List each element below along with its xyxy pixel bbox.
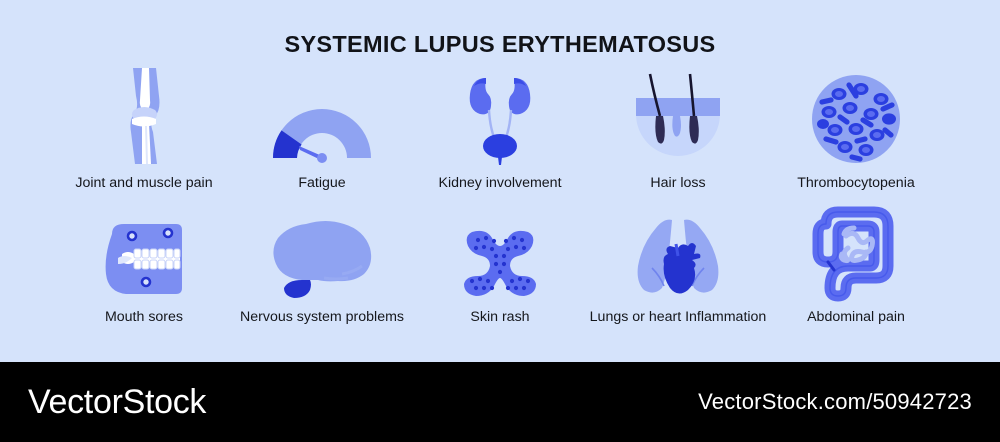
symptom-item-hair-loss[interactable]: Hair loss xyxy=(592,62,764,191)
hair-follicle-icon xyxy=(592,62,764,166)
symptom-item-abdominal-pain[interactable]: Abdominal pain xyxy=(770,196,942,325)
knee-joint-icon xyxy=(58,62,230,166)
infographic-canvas: SYSTEMIC LUPUS ERYTHEMATOSUS Joint and m… xyxy=(0,0,1000,362)
energy-gauge-icon xyxy=(236,62,408,166)
symptom-label: Kidney involvement xyxy=(438,175,562,191)
butterfly-rash-icon xyxy=(414,196,586,300)
symptom-item-kidney-involvement[interactable]: Kidney involvement xyxy=(414,62,586,191)
brain-icon xyxy=(236,196,408,300)
vectorstock-url: VectorStock.com/50942723 xyxy=(698,389,972,414)
mouth-teeth-icon xyxy=(58,196,230,300)
symptom-item-thrombocytopenia[interactable]: Thrombocytopenia xyxy=(770,62,942,191)
symptom-item-lungs-or-heart-inflammation[interactable]: Lungs or heart Inflammation xyxy=(589,196,767,325)
intestines-icon xyxy=(770,196,942,302)
symptom-label: Lungs or heart Inflammation xyxy=(589,309,767,325)
symptom-label: Mouth sores xyxy=(104,309,184,325)
symptom-label: Nervous system problems xyxy=(240,309,404,325)
symptom-item-nervous-system-problems[interactable]: Nervous system problems xyxy=(236,196,408,325)
kidneys-bladder-icon xyxy=(414,62,586,166)
symptom-label: Fatigue xyxy=(298,175,346,191)
symptom-item-joint-and-muscle-pain[interactable]: Joint and muscle pain xyxy=(58,62,230,191)
lungs-heart-icon xyxy=(592,196,764,300)
blood-cells-icon xyxy=(770,62,942,166)
symptom-label: Abdominal pain xyxy=(807,309,905,325)
watermark-footer: VectorStock VectorStock.com/50942723 xyxy=(0,362,1000,442)
symptom-item-fatigue[interactable]: Fatigue xyxy=(236,62,408,191)
symptom-label: Thrombocytopenia xyxy=(797,175,915,191)
symptom-label: Joint and muscle pain xyxy=(75,175,213,191)
vectorstock-logo: VectorStock xyxy=(28,382,207,421)
symptom-item-skin-rash[interactable]: Skin rash xyxy=(414,196,586,325)
symptom-label: Skin rash xyxy=(470,309,530,325)
symptom-item-mouth-sores[interactable]: Mouth sores xyxy=(58,196,230,325)
symptom-row-2: Mouth sores Nervous system problems xyxy=(0,196,1000,325)
symptom-label: Hair loss xyxy=(650,175,706,191)
symptom-row-1: Joint and muscle pain Fatigue xyxy=(0,62,1000,191)
page-title: SYSTEMIC LUPUS ERYTHEMATOSUS xyxy=(284,31,716,57)
